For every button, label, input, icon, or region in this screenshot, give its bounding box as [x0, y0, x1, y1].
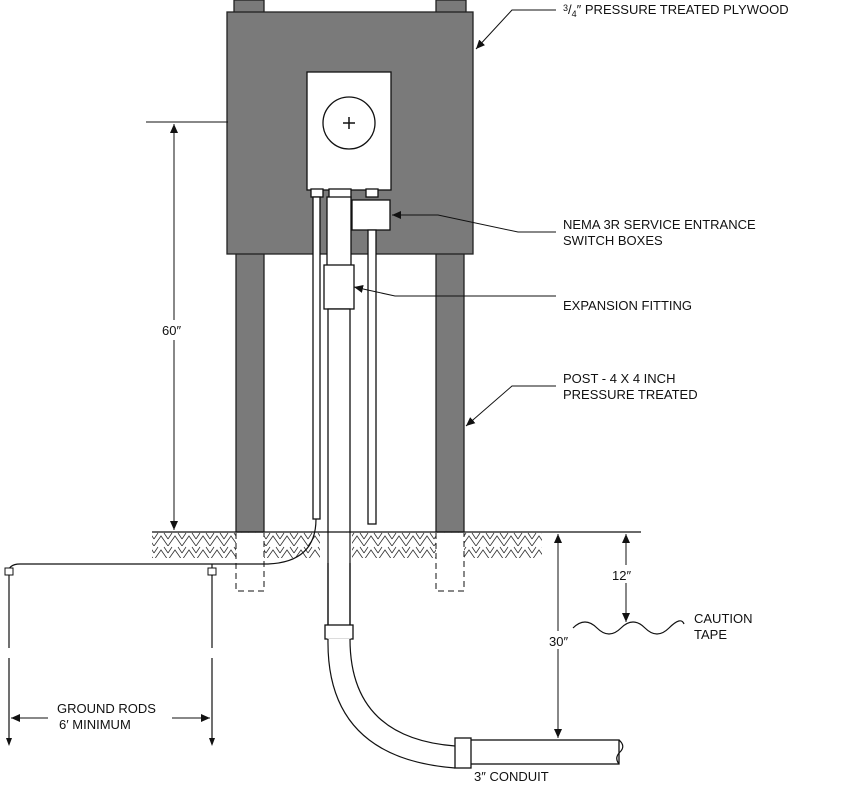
dim-12-label-bg	[612, 565, 642, 583]
dim-30-label-bg	[546, 631, 576, 649]
post-leader	[465, 385, 556, 427]
nema-leader	[392, 211, 556, 233]
main-conduit-upper	[326, 196, 352, 268]
dim-60-label-bg	[158, 320, 192, 340]
switch-box	[351, 199, 391, 231]
conduit-gap	[326, 533, 352, 563]
meter-hub-left	[310, 188, 324, 198]
dim-30-label: 30″	[549, 634, 568, 649]
conduit-horizontal	[468, 739, 620, 765]
plywood-leader	[475, 9, 556, 50]
right-thin-conduit	[367, 229, 377, 525]
left-post	[235, 249, 265, 533]
ground-rods-label-line2: 6′ MINIMUM	[59, 717, 131, 732]
main-conduit-lower	[327, 308, 351, 628]
ground-rods-label-line1: GROUND RODS	[57, 701, 156, 716]
nema-label-line2: SWITCH BOXES	[563, 233, 663, 248]
expansion-leader	[353, 285, 556, 297]
caution-label-line1: CAUTION	[694, 611, 753, 626]
nema-label-line1: NEMA 3R SERVICE ENTRANCE	[563, 217, 756, 232]
conduit-coupling	[324, 624, 354, 640]
conduit-label: 3″ CONDUIT	[474, 769, 549, 784]
left-post-hole	[236, 533, 264, 591]
right-post-hole	[436, 533, 464, 591]
right-post	[435, 249, 465, 533]
dim-12-label: 12″	[612, 568, 631, 583]
left-post-below-grade	[235, 533, 265, 592]
expansion-fitting	[323, 264, 355, 310]
dim-60-label: 60″	[162, 323, 181, 338]
right-post-below-grade	[435, 533, 465, 592]
plywood-label: 3/4″ PRESSURE TREATED PLYWOOD	[563, 2, 789, 19]
caution-label-line2: TAPE	[694, 627, 727, 642]
ground-rod-right	[207, 567, 217, 746]
ground-wire-conduit	[312, 196, 321, 520]
conduit-coupling-bottom	[454, 737, 472, 769]
meter-plus-icon	[343, 117, 355, 129]
conduit-break-end	[616, 739, 624, 765]
post-label-line2: PRESSURE TREATED	[563, 387, 698, 402]
conduit-elbow-inner	[349, 638, 456, 747]
caution-tape	[572, 620, 685, 635]
expansion-label: EXPANSION FITTING	[563, 298, 692, 313]
conduit-elbow	[327, 638, 456, 770]
meter-hub-right	[365, 188, 379, 198]
post-label-line1: POST - 4 X 4 INCH	[563, 371, 675, 386]
ground-rod-left	[4, 567, 14, 746]
conduit-elbow-outer	[327, 638, 456, 769]
